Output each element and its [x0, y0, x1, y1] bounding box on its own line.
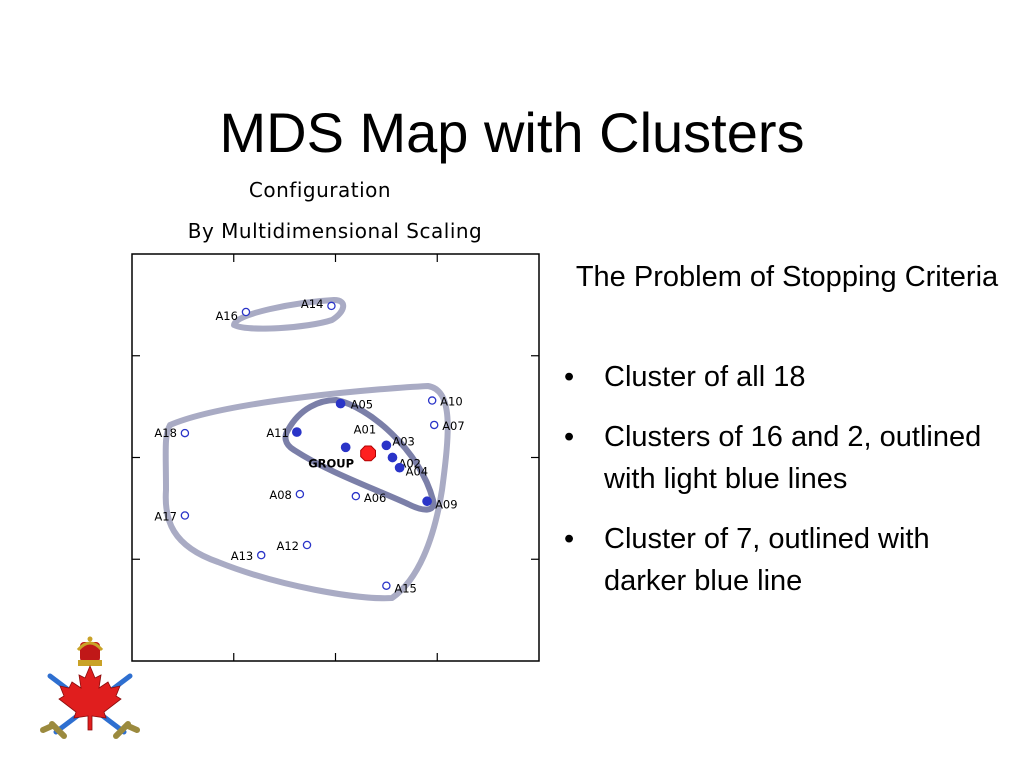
- group-centroid-label: GROUP: [308, 456, 354, 470]
- army-emblem: [40, 636, 140, 739]
- data-point-a03: [381, 440, 392, 451]
- slide-title: MDS Map with Clusters: [219, 101, 805, 164]
- cluster-outline-outer: [162, 383, 451, 602]
- cluster-outline-pair: [231, 297, 347, 332]
- data-point-a12: [302, 540, 312, 550]
- data-point-a11: [291, 427, 302, 437]
- data-point-a10: [427, 396, 437, 405]
- bullet-text: Clusters of 16 and 2, outlined with ligh…: [604, 421, 982, 495]
- point-label-a16: A16: [215, 309, 238, 323]
- maple-leaf-icon: [58, 664, 122, 731]
- data-point-a16: [241, 307, 251, 317]
- data-point-a06: [351, 491, 361, 501]
- cluster-outline-inner: [282, 397, 437, 513]
- data-point-a05: [335, 398, 346, 409]
- point-label-a15: A15: [394, 582, 417, 596]
- bullet-dot: •: [564, 421, 575, 453]
- point-label-a10: A10: [440, 395, 463, 409]
- point-label-a06: A06: [364, 491, 387, 505]
- bullet-item: • Cluster of all 18: [560, 356, 1010, 398]
- bullet-heading: The Problem of Stopping Criteria: [575, 261, 999, 293]
- data-point-a13: [256, 550, 266, 560]
- bullet-dot: •: [564, 523, 575, 555]
- point-label-a03: A03: [392, 434, 415, 448]
- mds-scatter-plot: A01A02A03A04A05A06A07A08A09A10A11A12A13A…: [131, 253, 540, 662]
- point-label-a04: A04: [406, 465, 429, 479]
- data-point-a14: [327, 301, 336, 311]
- data-point-a01: [340, 442, 351, 453]
- bullet-item: • Cluster of 7, outlined with darker blue…: [560, 518, 1010, 602]
- point-label-a05: A05: [351, 398, 374, 412]
- point-label-a09: A09: [435, 497, 458, 511]
- chart-subtitle: By Multidimensional Scaling: [187, 219, 483, 243]
- data-point-a04: [394, 462, 405, 473]
- data-point-a07: [429, 420, 439, 430]
- point-label-a12: A12: [276, 539, 299, 553]
- data-points: A01A02A03A04A05A06A07A08A09A10A11A12A13A…: [154, 297, 464, 596]
- bullet-list: • Cluster of all 18 • Clusters of 16 and 2…: [560, 356, 1010, 620]
- bullet-text: Cluster of all 18: [604, 361, 806, 393]
- chart-title: Configuration: [248, 178, 392, 202]
- data-point-a09: [422, 496, 432, 507]
- point-label-a17: A17: [154, 509, 177, 523]
- frame-ticks: [132, 254, 539, 661]
- data-point-a15: [382, 581, 391, 590]
- point-label-a18: A18: [154, 426, 177, 440]
- data-point-a02: [387, 452, 398, 463]
- point-label-a08: A08: [269, 488, 292, 502]
- bullet-text: Cluster of 7, outlined with darker blue …: [604, 523, 930, 597]
- data-point-a18: [180, 428, 190, 438]
- data-point-a17: [180, 511, 190, 520]
- point-label-a01: A01: [354, 422, 377, 436]
- bullet-item: • Clusters of 16 and 2, outlined with lig…: [560, 416, 1010, 500]
- bullet-dot: •: [564, 361, 575, 393]
- crown-icon: [76, 636, 104, 666]
- point-label-a13: A13: [231, 549, 254, 563]
- point-label-a07: A07: [442, 419, 465, 433]
- data-point-a08: [295, 489, 305, 499]
- point-label-a14: A14: [301, 297, 324, 311]
- cluster-outlines: [162, 297, 451, 602]
- point-label-a11: A11: [266, 426, 289, 440]
- group-centroid-point: [360, 445, 376, 462]
